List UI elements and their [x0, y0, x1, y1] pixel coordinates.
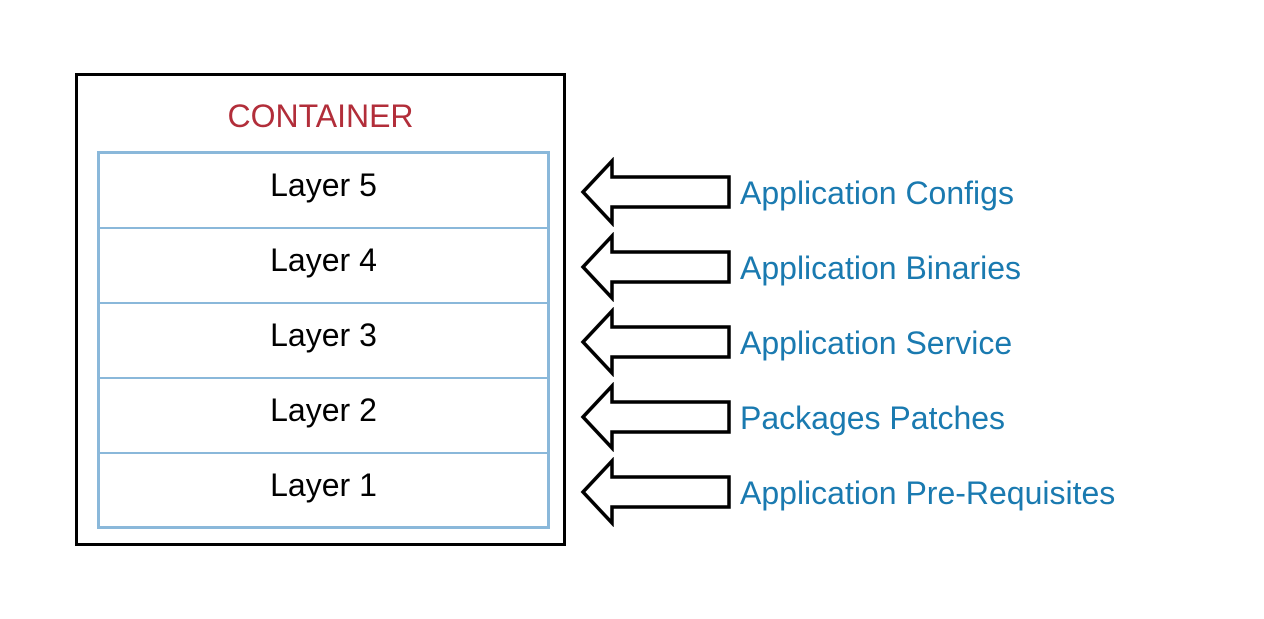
- layer-stack: Layer 5 Layer 4 Layer 3 Layer 2 Layer 1: [97, 151, 550, 529]
- component-label-service: Application Service: [740, 325, 1013, 361]
- layer-5: Layer 5: [100, 154, 547, 229]
- arrow-left-icon: [580, 382, 732, 452]
- container-box: CONTAINER Layer 5 Layer 4 Layer 3 Layer …: [75, 73, 566, 546]
- arrow-left-icon: [580, 457, 732, 527]
- layer-2: Layer 2: [100, 379, 547, 454]
- layer-label: Layer 2: [270, 392, 377, 428]
- arrow-left-icon: [580, 232, 732, 302]
- component-label-configs: Application Configs: [740, 175, 1014, 211]
- layer-4: Layer 4: [100, 229, 547, 304]
- layer-label: Layer 4: [270, 242, 377, 278]
- layer-label: Layer 3: [270, 317, 377, 353]
- layer-label: Layer 1: [270, 467, 377, 503]
- layer-1: Layer 1: [100, 454, 547, 529]
- arrow-left-icon: [580, 307, 732, 377]
- component-label-patches: Packages Patches: [740, 400, 1006, 436]
- layer-3: Layer 3: [100, 304, 547, 379]
- layer-label: Layer 5: [270, 167, 377, 203]
- container-title: CONTAINER: [227, 98, 414, 134]
- component-label-binaries: Application Binaries: [740, 250, 1022, 286]
- component-label-prerequisites: Application Pre-Requisites: [740, 475, 1116, 511]
- arrow-left-icon: [580, 157, 732, 227]
